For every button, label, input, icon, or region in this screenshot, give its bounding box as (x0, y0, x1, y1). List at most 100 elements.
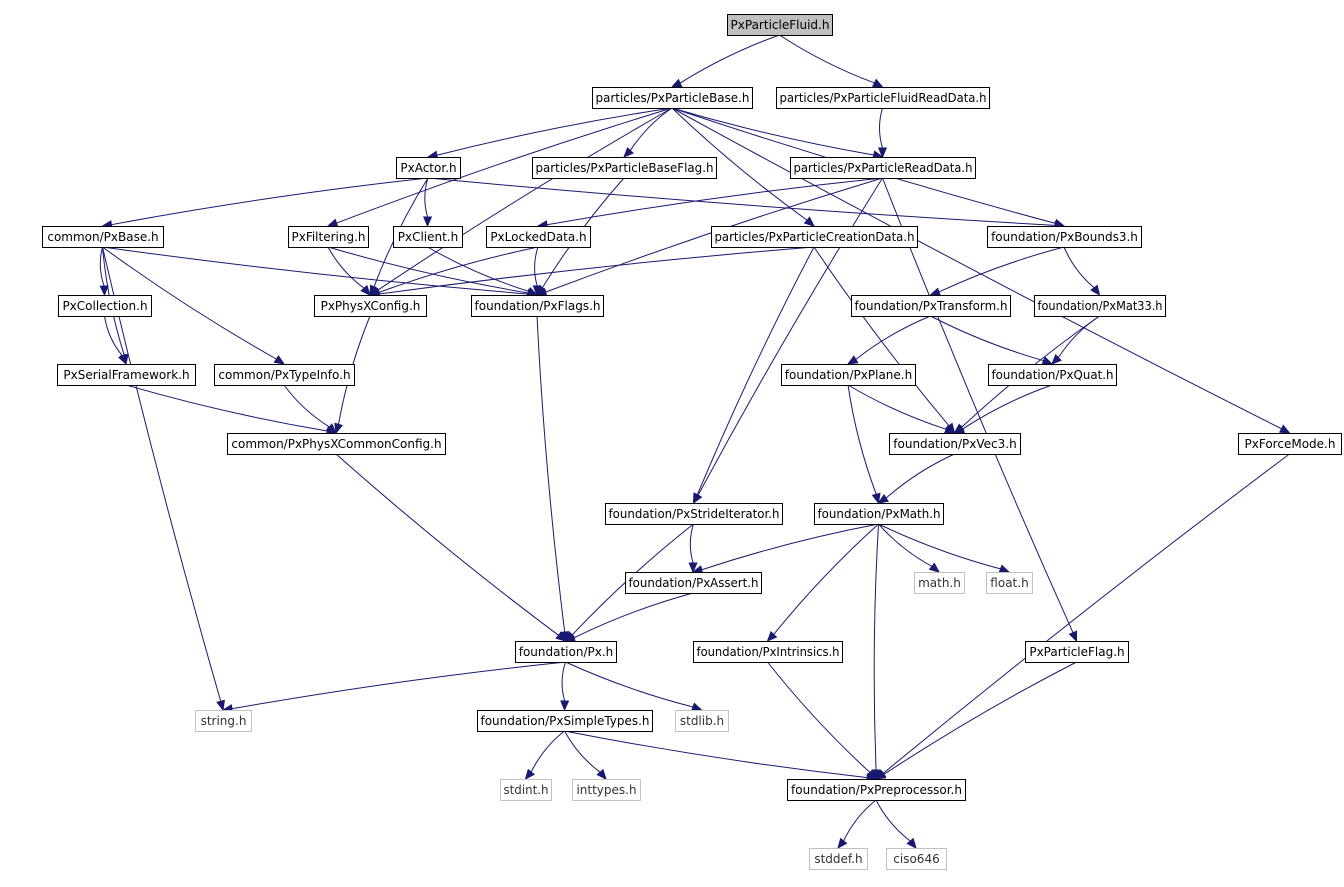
edge-line (767, 661, 871, 773)
node-pxactor-h[interactable]: PxActor.h (396, 157, 461, 179)
node-box (605, 503, 783, 525)
node-math-h: math.h (914, 572, 965, 594)
edge-line (565, 661, 694, 708)
node-box (471, 295, 604, 317)
node-foundation-pxmath-h[interactable]: foundation/PxMath.h (814, 503, 944, 525)
edge-line (564, 730, 601, 773)
node-label: particles/PxParticleBaseFlag.h (536, 161, 714, 175)
node-label: foundation/PxBounds3.h (991, 230, 1138, 244)
node-label: particles/PxParticleCreationData.h (715, 230, 915, 244)
edge-stride-to-assert (688, 523, 698, 574)
node-foundation-pxbounds3-h[interactable]: foundation/PxBounds3.h (987, 226, 1142, 248)
node-string-h: string.h (195, 710, 252, 732)
node-particles-pxparticlereaddata-h[interactable]: particles/PxParticleReadData.h (790, 157, 976, 179)
node-pxcollection-h[interactable]: PxCollection.h (58, 295, 152, 317)
node-box (57, 364, 196, 386)
node-pxforcemode-h[interactable]: PxForceMode.h (1238, 433, 1342, 455)
edge-arrowhead (623, 147, 634, 158)
node-pxclient-h[interactable]: PxClient.h (393, 226, 463, 248)
edge-line (629, 107, 673, 151)
node-box (515, 641, 617, 663)
edge-line (697, 177, 883, 496)
edge-px-to-stringh (221, 661, 566, 714)
node-pxserialframework-h[interactable]: PxSerialFramework.h (57, 364, 196, 386)
edge-line (378, 246, 815, 295)
edge-arrowhead (871, 78, 884, 88)
node-particles-pxparticlefluidreaddata-h[interactable]: particles/PxParticleFluidReadData.h (776, 87, 990, 109)
node-box (227, 433, 446, 455)
node-pxparticleflag-h[interactable]: PxParticleFlag.h (1025, 641, 1129, 663)
node-foundation-pxflags-h[interactable]: foundation/PxFlags.h (471, 295, 604, 317)
node-common-pxbase-h[interactable]: common/PxBase.h (42, 226, 164, 248)
node-foundation-px-h[interactable]: foundation/Px.h (515, 641, 617, 663)
node-foundation-pxquat-h[interactable]: foundation/PxQuat.h (988, 364, 1117, 386)
edge-line (962, 384, 1053, 430)
edge-line (671, 107, 1282, 430)
edge-line (1057, 315, 1100, 358)
edge-line (427, 177, 1056, 226)
edge-math-to-assert (691, 523, 879, 575)
edge-math-to-intrin (766, 523, 879, 642)
node-foundation-pxtransform-h[interactable]: foundation/PxTransform.h (851, 295, 1011, 317)
edge-line (573, 592, 694, 639)
node-label: PxCollection.h (62, 299, 147, 313)
node-foundation-pxsimpletypes-h[interactable]: foundation/PxSimpleTypes.h (477, 710, 653, 732)
node-stddef-h: stddef.h (809, 848, 868, 870)
node-label: inttypes.h (576, 783, 636, 797)
edge-arrowhead (998, 564, 1011, 573)
edge-cbase-to-coll (99, 246, 109, 297)
node-pxphysxconfig-h[interactable]: PxPhysXConfig.h (314, 295, 427, 317)
node-particles-pxparticlecreationdata-h[interactable]: particles/PxParticleCreationData.h (711, 226, 918, 248)
node-label: PxParticleFluid.h (731, 18, 830, 32)
edge-transform-to-quat (930, 315, 1054, 365)
edge-line (873, 523, 879, 771)
node-foundation-pxintrinsics-h[interactable]: foundation/PxIntrinsics.h (693, 641, 843, 663)
edge-arrowhead (877, 147, 888, 159)
node-foundation-pxassert-h[interactable]: foundation/PxAssert.h (625, 572, 762, 594)
node-label: ciso646 (893, 852, 939, 866)
node-label: particles/PxParticleFluidReadData.h (780, 91, 987, 105)
node-box (314, 295, 427, 317)
edge-pbase-to-physcfg (368, 107, 673, 296)
edge-line (875, 799, 911, 842)
edge-line (701, 523, 879, 571)
node-common-pxphysxcommonconfig-h[interactable]: common/PxPhysXCommonConfig.h (227, 433, 446, 455)
node-box (693, 641, 843, 663)
node-particles-pxparticlebase-h[interactable]: particles/PxParticleBase.h (592, 87, 753, 109)
edge-simple-to-stdinth (524, 730, 565, 780)
node-label: particles/PxParticleReadData.h (794, 161, 973, 175)
edge-line (843, 799, 877, 842)
edge-client-to-flags (427, 246, 539, 296)
node-box (886, 848, 947, 870)
node-foundation-pxplane-h[interactable]: foundation/PxPlane.h (781, 364, 916, 386)
edge-arrowhead (1051, 354, 1062, 365)
edge-arrowhead (524, 768, 536, 780)
node-stdlib-h: stdlib.h (675, 710, 729, 732)
node-pxparticlefluid-h[interactable]: PxParticleFluid.h (727, 14, 833, 36)
node-box (781, 364, 916, 386)
node-common-pxtypeinfo-h[interactable]: common/PxTypeInfo.h (214, 364, 355, 386)
node-box (393, 226, 463, 248)
node-foundation-pxpreprocessor-h[interactable]: foundation/PxPreprocessor.h (787, 779, 966, 801)
edge-forcemode-to-prep (874, 453, 1290, 780)
node-foundation-pxstrideiterator-h[interactable]: foundation/PxStrideIterator.h (605, 503, 783, 525)
node-pxfiltering-h[interactable]: PxFiltering.h (288, 226, 369, 248)
node-label: foundation/PxIntrinsics.h (697, 645, 840, 659)
node-label: stddef.h (814, 852, 862, 866)
edge-arrowhead (326, 218, 339, 228)
node-label: string.h (201, 714, 247, 728)
node-particles-pxparticlebaseflag-h[interactable]: particles/PxParticleBaseFlag.h (532, 157, 717, 179)
edge-intrin-to-prep (767, 661, 877, 780)
node-foundation-pxmat33-h[interactable]: foundation/PxMat33.h (1034, 295, 1166, 317)
edge-line (536, 315, 566, 633)
edge-line (855, 315, 931, 360)
node-foundation-pxvec3-h[interactable]: foundation/PxVec3.h (889, 433, 1021, 455)
edge-arrowhead (596, 768, 607, 780)
edge-arrowhead (526, 287, 539, 296)
node-label: foundation/PxAssert.h (629, 576, 759, 590)
node-float-h: float.h (986, 572, 1033, 594)
edge-line (534, 246, 539, 287)
node-box (195, 710, 252, 732)
node-pxlockeddata-h[interactable]: PxLockedData.h (486, 226, 591, 248)
node-box (1025, 641, 1129, 663)
